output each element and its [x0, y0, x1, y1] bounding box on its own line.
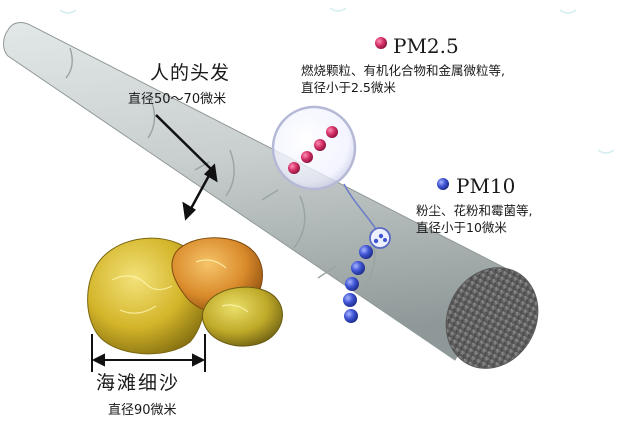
- pm10-particle: [359, 245, 373, 259]
- hair-strand: [3, 22, 539, 369]
- pm25-particle: [301, 151, 313, 163]
- sand-diameter-label: 直径90微米: [108, 403, 177, 418]
- pm10-particle: [345, 277, 359, 291]
- pm25-legend-dot: [375, 37, 387, 49]
- pm10-particle: [343, 293, 357, 307]
- pm25-magnified-bubble: [271, 105, 357, 191]
- sand-title: 海滩细沙: [96, 372, 181, 394]
- pm25-particle: [314, 139, 326, 151]
- pm10-particle: [344, 309, 358, 323]
- pm25-title: PM2.5: [393, 34, 459, 58]
- pm10-particle: [351, 261, 365, 275]
- background-decoration: [59, 7, 615, 154]
- pm10-particle-chain: [343, 245, 373, 323]
- pm10-description: 粉尘、花粉和霉菌等, 直径小于10微米: [416, 202, 532, 236]
- pm25-connector-line: [343, 183, 379, 233]
- hair-title: 人的头发: [150, 62, 231, 84]
- pm25-particle: [326, 126, 338, 138]
- hair-diameter-label: 直径50～70微米: [128, 92, 227, 107]
- pm25-small-ring: [369, 227, 391, 249]
- sand-grain-small: [201, 286, 283, 347]
- pm10-title: PM10: [456, 174, 516, 198]
- hair-cross-section: [445, 267, 539, 369]
- pm10-description-line: 粉尘、花粉和霉菌等,: [416, 203, 533, 218]
- pm10-description-line: 直径小于10微米: [416, 220, 507, 235]
- pm25-particle: [288, 162, 300, 174]
- sand-diameter-arrow: [91, 334, 206, 372]
- pm25-description-line: 燃烧颗粒、有机化合物和金属微粒等,: [301, 63, 505, 78]
- pm25-description: 燃烧颗粒、有机化合物和金属微粒等, 直径小于2.5微米: [301, 62, 505, 96]
- pm10-legend-dot: [437, 178, 449, 190]
- pm25-description-line: 直径小于2.5微米: [301, 80, 396, 95]
- hair-diameter-arrow: [155, 114, 218, 221]
- sand-grains: [87, 237, 283, 355]
